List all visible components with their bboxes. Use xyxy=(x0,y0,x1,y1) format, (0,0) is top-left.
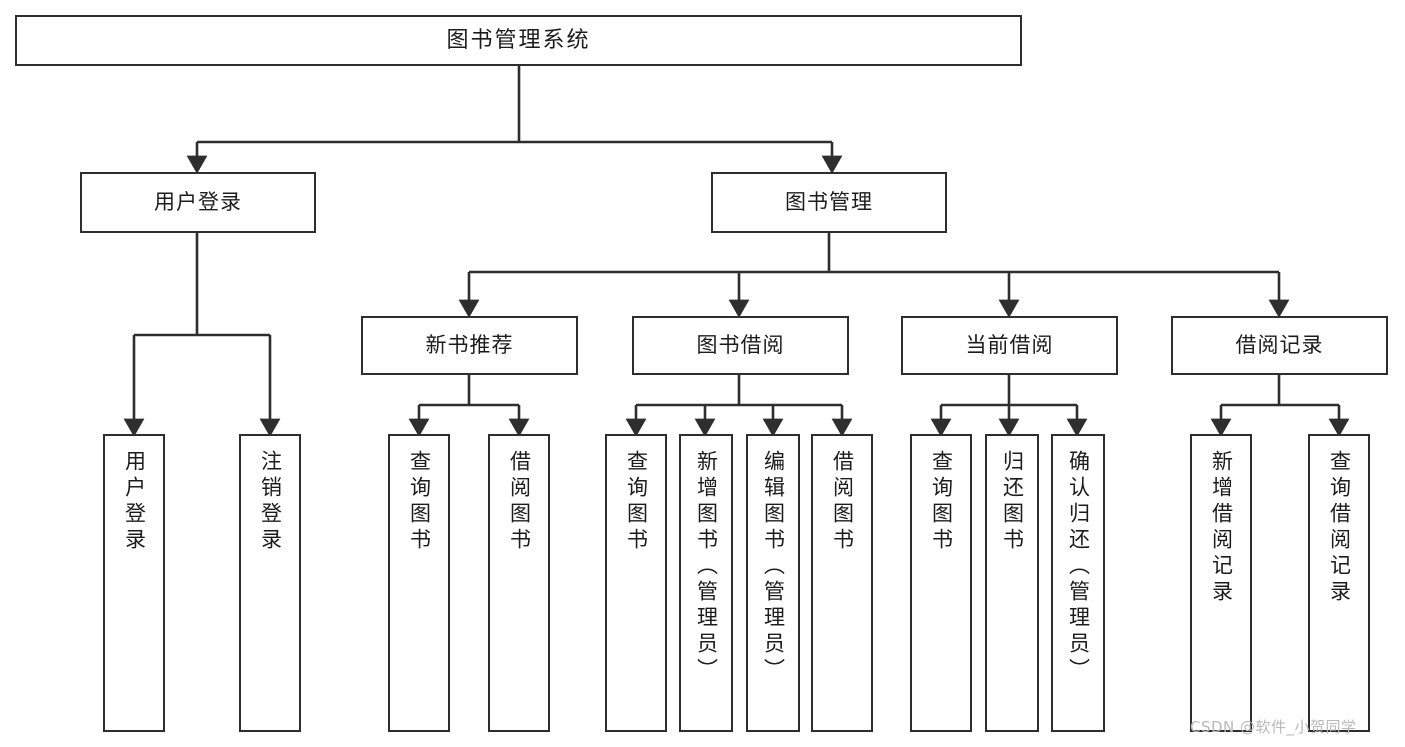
node-book-management[interactable]: 图书管理 xyxy=(711,172,947,233)
leaf-confirm-return-admin[interactable]: 确认归还（管理员） xyxy=(1051,434,1105,732)
leaf-query-book-borrow[interactable]: 查询图书 xyxy=(605,434,667,732)
node-borrow-record[interactable]: 借阅记录 xyxy=(1171,316,1388,375)
node-user-login[interactable]: 用户登录 xyxy=(80,172,316,233)
leaf-return-book[interactable]: 归还图书 xyxy=(985,434,1039,732)
leaf-logout-label: 注销登录 xyxy=(258,450,283,554)
leaf-borrow-book-recommend-label: 借阅图书 xyxy=(507,450,532,554)
leaf-query-borrow-record-label: 查询借阅记录 xyxy=(1327,450,1352,606)
node-book-borrow[interactable]: 图书借阅 xyxy=(632,316,849,375)
watermark-text: CSDN @软件_小贺同学 xyxy=(1190,718,1357,736)
node-new-book-recommend[interactable]: 新书推荐 xyxy=(361,316,578,375)
leaf-logout[interactable]: 注销登录 xyxy=(239,434,301,732)
leaf-query-borrow-record[interactable]: 查询借阅记录 xyxy=(1308,434,1370,732)
node-borrow-record-label: 借阅记录 xyxy=(1235,333,1324,358)
leaf-query-book-current[interactable]: 查询图书 xyxy=(910,434,972,732)
leaf-return-book-label: 归还图书 xyxy=(1000,450,1025,554)
leaf-edit-book-admin[interactable]: 编辑图书（管理员） xyxy=(746,434,800,732)
leaf-borrow-book-label: 借阅图书 xyxy=(830,450,855,554)
leaf-add-borrow-record-label: 新增借阅记录 xyxy=(1209,450,1234,606)
leaf-query-book-borrow-label: 查询图书 xyxy=(624,450,649,554)
leaf-add-book-admin[interactable]: 新增图书（管理员） xyxy=(679,434,733,732)
node-book-management-label: 图书管理 xyxy=(785,190,873,215)
leaf-query-book-current-label: 查询图书 xyxy=(929,450,954,554)
leaf-confirm-return-admin-label: 确认归还（管理员） xyxy=(1066,450,1091,684)
leaf-user-login[interactable]: 用户登录 xyxy=(103,434,165,732)
node-root-label: 图书管理系统 xyxy=(446,27,591,53)
leaf-query-book-recommend-label: 查询图书 xyxy=(407,450,432,554)
node-current-borrow-label: 当前借阅 xyxy=(965,333,1054,358)
leaf-borrow-book[interactable]: 借阅图书 xyxy=(811,434,873,732)
leaf-add-borrow-record[interactable]: 新增借阅记录 xyxy=(1190,434,1252,732)
node-new-book-recommend-label: 新书推荐 xyxy=(425,333,514,358)
node-book-borrow-label: 图书借阅 xyxy=(696,333,785,358)
leaf-add-book-admin-label: 新增图书（管理员） xyxy=(694,450,719,684)
node-current-borrow[interactable]: 当前借阅 xyxy=(901,316,1118,375)
node-user-login-label: 用户登录 xyxy=(154,190,242,215)
node-root[interactable]: 图书管理系统 xyxy=(15,15,1022,66)
leaf-query-book-recommend[interactable]: 查询图书 xyxy=(388,434,450,732)
leaf-user-login-label: 用户登录 xyxy=(122,450,147,554)
leaf-edit-book-admin-label: 编辑图书（管理员） xyxy=(761,450,786,684)
leaf-borrow-book-recommend[interactable]: 借阅图书 xyxy=(488,434,550,732)
